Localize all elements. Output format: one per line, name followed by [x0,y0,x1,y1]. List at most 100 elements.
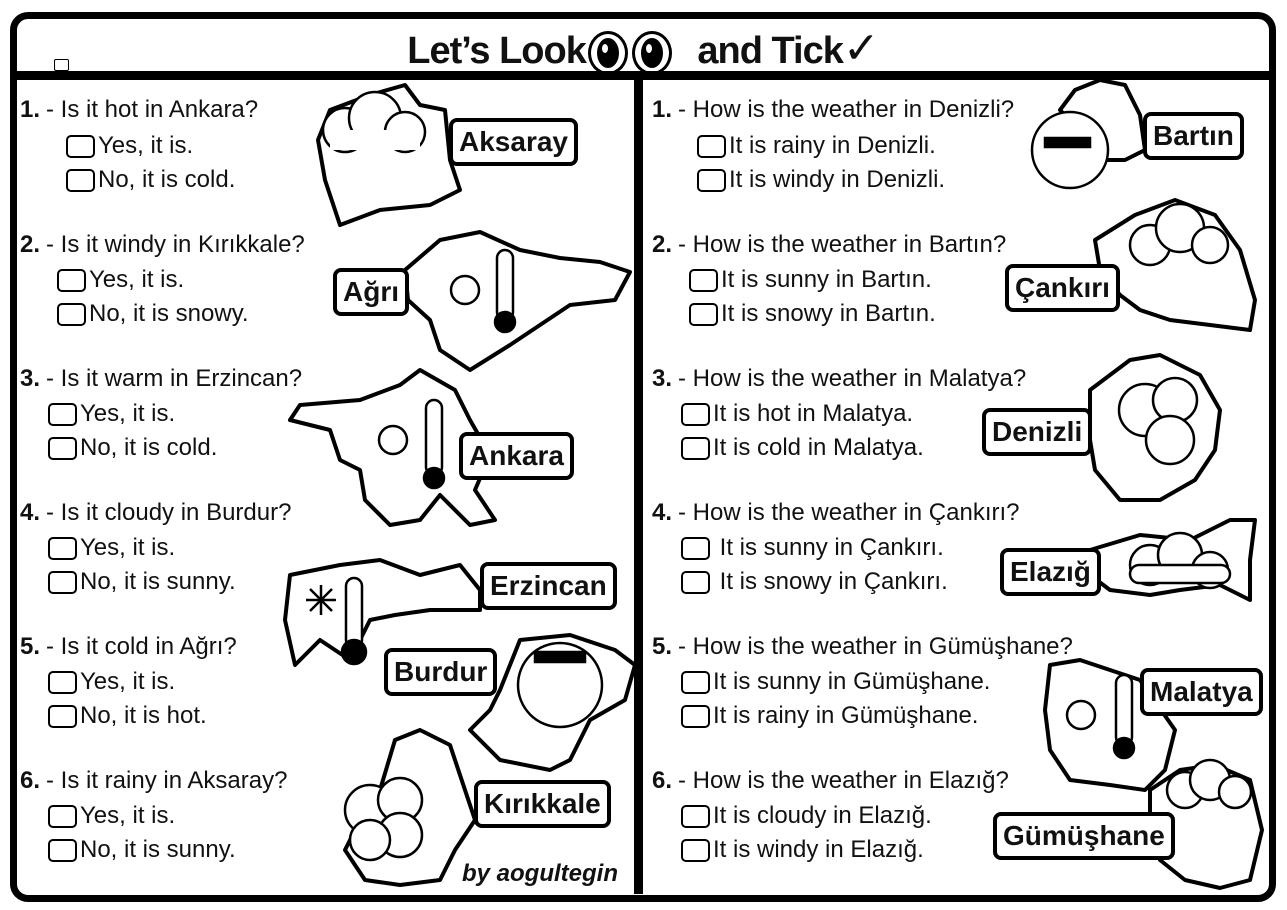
question-3: 3.- How is the weather in Malatya? [652,365,1027,392]
question-6: 6.- Is it rainy in Aksaray? [20,767,288,794]
option[interactable]: It is windy in Elazığ. [681,836,924,864]
option[interactable]: It is rainy in Gümüşhane. [681,702,978,730]
checkbox[interactable] [681,436,710,460]
province-label-aksaray: Aksaray [449,118,578,166]
eye-icon [631,30,672,75]
author-credit: by aogultegin [462,860,618,887]
title-text-1: Let’s Look [407,30,587,72]
thermometer-icon [1112,673,1136,760]
option[interactable]: No, it is snowy. [57,300,249,328]
malatya-map [1043,658,1177,792]
checkbox[interactable] [57,268,86,292]
title-text-2: and Tick [697,30,843,72]
option[interactable]: It is sunny in Gümüşhane. [681,668,990,696]
checkbox[interactable] [689,268,718,292]
option[interactable]: No, it is sunny. [48,836,236,864]
sun-sunglasses-icon [1030,110,1110,190]
checkbox[interactable] [48,838,77,862]
checkbox[interactable] [681,670,710,694]
agri-map [403,230,632,372]
option[interactable]: No, it is sunny. [48,568,236,596]
column-divider [634,80,643,894]
option[interactable]: Yes, it is. [48,802,175,830]
ankara-map [288,368,497,527]
option[interactable]: It is cold in Malatya. [681,434,924,462]
thermometer-icon [493,248,517,334]
small-checkbox[interactable] [54,59,69,71]
checkbox[interactable] [681,570,710,594]
option[interactable]: Yes, it is. [66,132,193,160]
question-2: 2.- Is it windy in Kırıkkale? [20,231,305,258]
question-2: 2.- How is the weather in Bartın? [652,231,1007,258]
province-label-cankiri: Çankırı [1005,264,1120,312]
option[interactable]: It is sunny in Bartın. [689,266,932,294]
checkbox[interactable] [66,134,95,158]
option[interactable]: No, it is cold. [66,166,235,194]
snow-cloud-icon [1128,202,1230,267]
checkbox[interactable] [48,402,77,426]
province-label-ankara: Ankara [459,432,574,480]
wind-cloud-icon [1117,376,1199,466]
thermometer-icon [340,576,368,666]
option[interactable]: It is snowy in Çankırı. [681,568,948,596]
option[interactable]: Yes, it is. [48,534,175,562]
checkbox[interactable] [57,302,86,326]
province-label-burdur: Burdur [384,648,498,696]
question-5: 5.- Is it cold in Ağrı? [20,633,237,660]
checkbox[interactable] [48,570,77,594]
province-label-agri: Ağrı [333,268,409,316]
eye-icon [587,30,628,75]
checkbox[interactable] [697,168,726,192]
thermometer-icon [422,398,446,490]
checkbox[interactable] [681,536,710,560]
checkbox[interactable] [697,134,726,158]
erzincan-map [283,558,482,667]
question-3: 3.- Is it warm in Erzincan? [20,365,303,392]
checkbox[interactable] [681,838,710,862]
worksheet-frame [10,12,1276,902]
province-label-elazig: Elazığ [1000,548,1101,596]
option[interactable]: It is windy in Denizli. [697,166,945,194]
checkbox[interactable] [48,670,77,694]
cankiri-map [1093,198,1257,332]
option[interactable]: No, it is hot. [48,702,207,730]
checkbox[interactable] [681,804,710,828]
option[interactable]: Yes, it is. [48,668,175,696]
option[interactable]: It is hot in Malatya. [681,400,913,428]
province-label-kirikkale: Kırıkkale [474,780,611,828]
question-5: 5.- How is the weather in Gümüşhane? [652,633,1073,660]
denizli-map [1088,353,1222,502]
question-1: 1.- Is it hot in Ankara? [20,96,259,123]
question-1: 1.- How is the weather in Denizli? [652,96,1015,123]
burdur-map [468,633,637,772]
question-6: 6.- How is the weather in Elazığ? [652,767,1009,794]
checkbox[interactable] [48,436,77,460]
sun-sunglasses-icon [516,641,604,729]
checkbox[interactable] [48,804,77,828]
option[interactable]: Yes, it is. [48,400,175,428]
province-label-denizli: Denizli [982,408,1093,456]
cloud-icon [1128,531,1232,590]
checkbox[interactable] [681,402,710,426]
question-4: 4.- Is it cloudy in Burdur? [20,499,292,526]
wind-cloud-icon [343,776,424,862]
checkbox[interactable] [48,704,77,728]
checkbox[interactable] [689,302,718,326]
sun-icon [377,274,1097,731]
province-label-malatya: Malatya [1140,668,1263,716]
option[interactable]: It is rainy in Denizli. [697,132,936,160]
option[interactable]: It is sunny in Çankırı. [681,534,944,562]
province-label-bartin: Bartın [1143,112,1244,160]
province-label-erzincan: Erzincan [480,562,617,610]
option[interactable]: It is cloudy in Elazığ. [681,802,932,830]
checkbox[interactable] [681,704,710,728]
checkbox[interactable] [66,168,95,192]
snowflake-icon [306,585,336,615]
option[interactable]: No, it is cold. [48,434,217,462]
rain-cloud-icon [321,90,427,154]
checkbox[interactable] [48,536,77,560]
option[interactable]: It is snowy in Bartın. [689,300,936,328]
rain-cloud-icon [1165,758,1253,810]
option[interactable]: Yes, it is. [57,266,184,294]
